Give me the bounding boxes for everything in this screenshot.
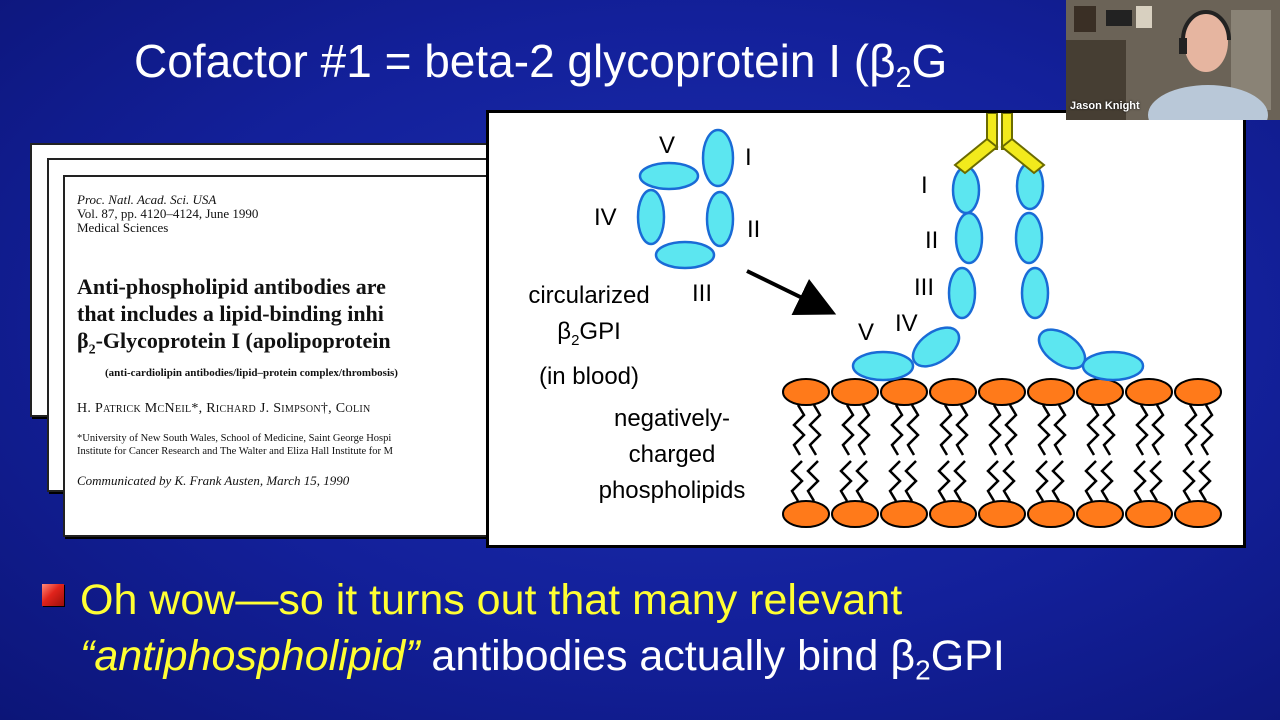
lipid-tail	[904, 404, 920, 502]
journal-volume: Vol. 87, pp. 4120–4124, June 1990	[77, 206, 259, 221]
lipid-head	[831, 500, 879, 528]
lipid-tail	[986, 404, 1002, 502]
bullet-marker	[42, 584, 64, 606]
presenter-avatar	[1066, 0, 1280, 120]
diagram-illustration: V I IV II III I II III IV V	[594, 113, 1222, 528]
lipid-bilayer	[782, 378, 1222, 528]
lipid-head	[1174, 378, 1222, 406]
journal-citation: Proc. Natl. Acad. Sci. USA Vol. 87, pp. …	[77, 193, 258, 235]
domain-V-bound	[851, 350, 915, 382]
label-V-bound: V	[858, 319, 874, 346]
lipid-head	[1125, 378, 1173, 406]
circular-protein	[636, 128, 735, 270]
domain-V-circular	[638, 161, 700, 191]
paper-title: Anti-phospholipid antibodies are that in…	[77, 273, 391, 363]
label-II-circular: II	[747, 216, 760, 243]
lipid-tail	[790, 404, 806, 502]
phospholipid-label: negatively- charged phospholipids	[598, 405, 746, 504]
label-IV-bound: IV	[895, 310, 918, 337]
lipid-head	[978, 378, 1026, 406]
label-V-circular: V	[659, 132, 675, 159]
title-end: G	[911, 35, 948, 87]
journal-section: Medical Sciences	[77, 220, 169, 235]
binding-arrow	[746, 269, 837, 315]
domain-IV-bound	[911, 326, 961, 368]
lipid-tail	[1002, 404, 1018, 502]
label-III-circular: III	[692, 280, 712, 307]
antibody	[953, 113, 1046, 175]
lipid-head	[1076, 500, 1124, 528]
lipid-tail	[855, 404, 871, 502]
lipid-tail	[1149, 404, 1165, 502]
lipid-head	[929, 378, 977, 406]
paper-title-line: that includes a lipid-binding inhi	[77, 301, 384, 326]
lipid-head	[782, 500, 830, 528]
lipid-tail	[1100, 404, 1116, 502]
lipid-tail	[1182, 404, 1198, 502]
domain-IV-circular	[636, 188, 666, 246]
label-I-bound: I	[921, 172, 928, 199]
paper-affiliations: *University of New South Wales, School o…	[77, 433, 393, 457]
lipid-tail	[953, 404, 969, 502]
lipid-head	[880, 500, 928, 528]
domain-III-circular	[654, 240, 716, 270]
bullet-line-1: Oh wow—so it turns out that many relevan…	[80, 576, 903, 624]
bullet-text: Oh wow—so it turns out that many relevan…	[80, 572, 1260, 699]
title-subscript: 2	[895, 61, 912, 94]
domain-II-bound	[954, 211, 984, 265]
lipid-tail	[937, 404, 953, 502]
label-IV-circular: IV	[594, 204, 617, 231]
lipid-head	[782, 378, 830, 406]
lipid-tail	[1198, 404, 1214, 502]
lipid-tail	[888, 404, 904, 502]
label-I-circular: I	[745, 144, 752, 171]
domain-I-circular	[701, 128, 735, 188]
bound-protein	[851, 161, 1145, 382]
lipid-head	[1174, 500, 1222, 528]
lipid-tail	[1051, 404, 1067, 502]
lipid-head	[978, 500, 1026, 528]
lipid-tail	[839, 404, 855, 502]
paper-communicated: Communicated by K. Frank Austen, March 1…	[77, 473, 350, 488]
domain-III-bound	[947, 266, 977, 320]
lipid-head	[831, 378, 879, 406]
slide-title: Cofactor #1 = beta-2 glycoprotein I (β2G	[134, 34, 1094, 94]
title-main: Cofactor #1 = beta-2 glycoprotein I (β	[134, 35, 896, 87]
paper-title-line: Anti-phospholipid antibodies are	[77, 274, 386, 299]
journal-name: Proc. Natl. Acad. Sci. USA	[77, 192, 217, 207]
lipid-tail	[1035, 404, 1051, 502]
lipid-head	[880, 378, 928, 406]
speaker-name: Jason Knight	[1070, 100, 1140, 112]
paper-title-line: β2-Glycoprotein I (apolipoprotein	[77, 328, 391, 358]
domain-I-bound	[951, 165, 981, 215]
label-III-bound: III	[914, 274, 934, 301]
lipid-tail	[1084, 404, 1100, 502]
presenter-video[interactable]: Jason Knight	[1066, 0, 1280, 120]
lipid-head	[1125, 500, 1173, 528]
lipid-head	[1076, 378, 1124, 406]
domain-II-circular	[705, 190, 735, 248]
paper-authors: H. Patrick McNeil*, Richard J. Simpson†,…	[77, 401, 371, 416]
circularized-label: circularized β2GPI (in blood)	[528, 282, 650, 390]
lipid-head	[929, 500, 977, 528]
b2gpi-diagram: V I IV II III I II III IV V	[486, 110, 1246, 548]
lipid-head	[1027, 500, 1075, 528]
lipid-head	[1027, 378, 1075, 406]
lipid-tail	[1133, 404, 1149, 502]
paper-page-front: Proc. Natl. Acad. Sci. USA Vol. 87, pp. …	[63, 175, 507, 537]
lipid-tail	[806, 404, 822, 502]
label-II-bound: II	[925, 227, 938, 254]
paper-keywords: (anti-cardiolipin antibodies/lipid–prote…	[105, 367, 398, 379]
bullet-line-2: “antiphospholipid” antibodies actually b…	[80, 632, 1005, 686]
